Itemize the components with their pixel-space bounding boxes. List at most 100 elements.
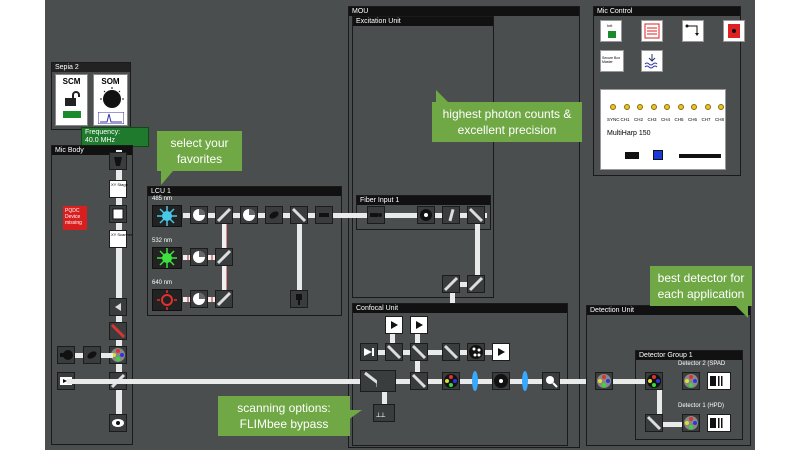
detection-filter-wheel[interactable] [595, 372, 613, 390]
list-icon [644, 23, 660, 39]
mirror-icon [386, 344, 402, 360]
lcu-485-shutter[interactable] [190, 206, 208, 224]
channel-connector[interactable] [691, 104, 697, 110]
detector-2-label: Detector 2 (SPAD [678, 361, 726, 367]
channel-label: SYNC [607, 117, 620, 122]
scanner-icon: ⟂⟂ [376, 411, 386, 419]
confocal-mirror-1[interactable] [385, 343, 403, 361]
cube-icon [112, 208, 124, 220]
lens-2[interactable] [522, 371, 528, 391]
play-icon [498, 348, 505, 356]
device-tile[interactable] [723, 20, 745, 42]
fiber-polarizer[interactable] [442, 206, 460, 224]
channel-connector[interactable] [664, 104, 670, 110]
eye-node[interactable] [109, 414, 127, 432]
scm-module[interactable]: SCM [55, 74, 88, 126]
dichroic-532[interactable] [215, 248, 233, 266]
init-tile[interactable]: Init [600, 20, 622, 42]
menu-tile[interactable] [641, 20, 663, 42]
filter-wheel-icon [420, 209, 432, 221]
shutter-node[interactable] [109, 298, 127, 316]
dichroic-485[interactable] [215, 206, 233, 224]
lcu-chopper[interactable] [240, 206, 258, 224]
detector-2-filter[interactable] [682, 372, 700, 390]
eye-icon [112, 419, 124, 427]
detector-group-wheel[interactable] [645, 372, 663, 390]
som-module[interactable]: SOM [93, 74, 128, 126]
confocal-mirror-3[interactable] [442, 343, 460, 361]
filter-cube-node[interactable] [109, 205, 127, 223]
xy-scanner-node[interactable]: XY Scanner [109, 230, 132, 248]
channel-connector[interactable] [677, 104, 684, 110]
detector-slot-2[interactable] [410, 316, 428, 334]
fiber-wheel[interactable] [417, 206, 435, 224]
objective-node[interactable] [109, 152, 127, 170]
level-bar [679, 154, 721, 158]
relay-mirror-1[interactable] [442, 275, 460, 293]
flimbee-scanner[interactable]: ⟂⟂ [373, 404, 395, 422]
scm-label: SCM [62, 77, 81, 86]
mirror-icon [216, 291, 232, 307]
mirror-node[interactable] [109, 322, 127, 340]
scan-mirror-y[interactable] [360, 370, 396, 392]
water-tile[interactable] [641, 50, 663, 72]
detector-slot-1[interactable] [385, 316, 403, 334]
relay-mirror-2[interactable] [467, 275, 485, 293]
secure-box-tile[interactable]: Secure Box Master [600, 50, 624, 72]
excitation-unit-title: Excitation Unit [353, 17, 493, 26]
beam-dump[interactable] [542, 372, 560, 390]
lcu-lens[interactable] [265, 206, 283, 224]
init-label: Init [607, 23, 613, 28]
lens-1[interactable] [472, 371, 478, 391]
xy-scanner-label: XY Scanner [111, 232, 133, 237]
channel-connector[interactable] [650, 104, 657, 110]
triangle-icon [115, 303, 121, 311]
scm-status-indicator [63, 111, 81, 118]
channel-connector[interactable] [623, 104, 630, 110]
xy-stage-node[interactable]: XY Stage [109, 180, 128, 198]
flimbee-beam [382, 385, 387, 415]
detector-1-label: Detector 1 (HPD) [678, 403, 725, 409]
favorites-text: select your favorites [170, 136, 229, 166]
lamp-node[interactable] [57, 346, 75, 364]
spad-detector[interactable] [492, 343, 510, 361]
multiharp-name: MultiHarp 150 [607, 130, 651, 137]
play-icon [416, 321, 423, 329]
lens-icon [269, 211, 279, 219]
fiber-mirror[interactable] [467, 206, 485, 224]
channel-label: CH1 [620, 117, 630, 122]
channel-connector[interactable] [610, 104, 616, 110]
lcu-title: LCU 1 [148, 187, 341, 196]
diode-node[interactable] [360, 343, 378, 361]
detector-1-device[interactable] [707, 414, 731, 432]
channel-connector[interactable] [718, 104, 724, 110]
channel-connector[interactable] [704, 104, 711, 110]
mou-title: MOU [349, 7, 579, 16]
fiber-coupler[interactable] [367, 206, 385, 224]
lcu-coupler[interactable] [315, 206, 333, 224]
laser-485-source[interactable] [152, 205, 182, 227]
lcu-532-shutter[interactable] [190, 248, 208, 266]
lcu-monitor-diode[interactable] [290, 290, 308, 308]
detector-1-filter[interactable] [682, 414, 700, 432]
channel-connector[interactable] [637, 104, 643, 110]
detector-2-device[interactable] [707, 372, 731, 390]
knob-icon[interactable] [100, 87, 124, 111]
filter-wheel-1[interactable] [442, 372, 460, 390]
lcu-640-shutter[interactable] [190, 290, 208, 308]
detector-group-mirror[interactable] [645, 414, 663, 432]
path-tile[interactable] [682, 20, 704, 42]
lcu-splitter[interactable] [290, 206, 308, 224]
mic-control-title: Mic Control [594, 7, 740, 16]
dichroic-640[interactable] [215, 290, 233, 308]
confocal-mirror-4[interactable] [410, 372, 428, 390]
eyepiece-node[interactable] [83, 346, 101, 364]
laser-532-source[interactable] [152, 247, 182, 269]
pd1-beam [390, 325, 395, 355]
filter-wheel-icon [597, 374, 611, 388]
laser-640-source[interactable] [152, 289, 182, 311]
confocal-mirror-2[interactable] [410, 343, 428, 361]
pinhole-wheel[interactable] [467, 343, 485, 361]
pinhole-node[interactable] [492, 372, 510, 390]
